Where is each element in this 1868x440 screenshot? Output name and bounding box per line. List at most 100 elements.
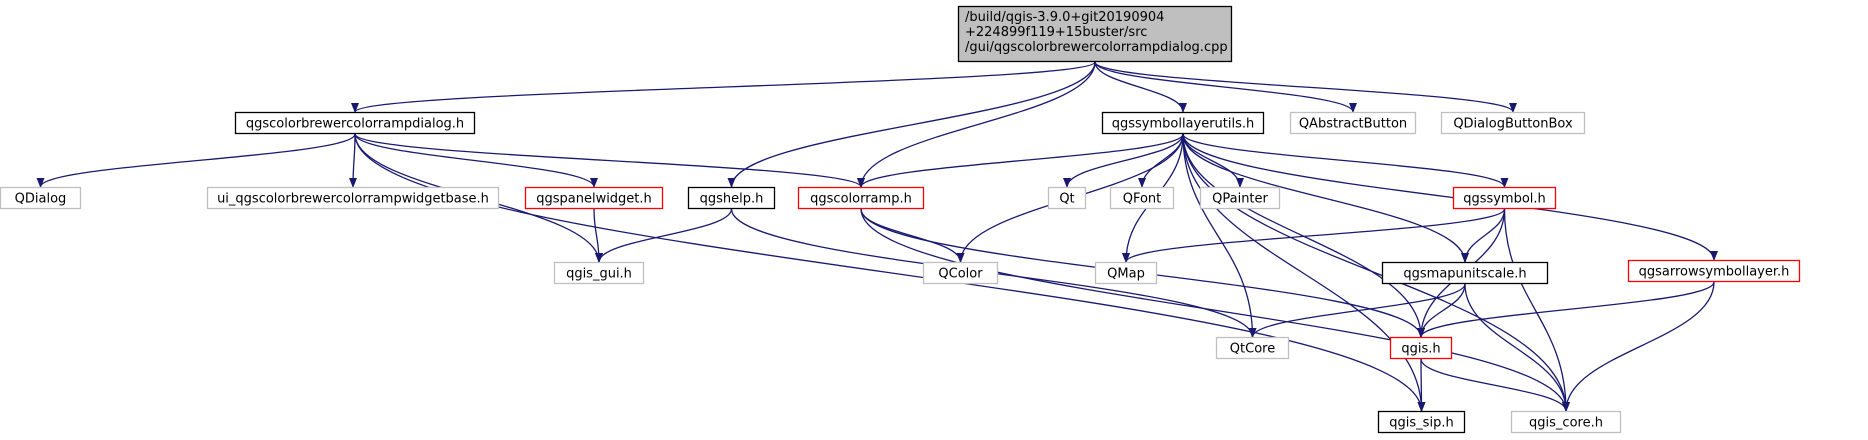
edge-symbollayerutils_h-to-qpainter [1182,133,1244,188]
node-ui-base[interactable]: ui_qgscolorbrewercolorrampwidgetbase.h [206,186,500,210]
node-label: +224899f119+15buster/src [965,25,1147,40]
node-panelwidget-h[interactable]: qgspanelwidget.h [524,186,664,210]
node-label: qgscolorramp.h [810,192,912,207]
node-qgis-h[interactable]: qgis.h [1389,336,1453,360]
edge-symbollayerutils_h-to-qt [1063,133,1184,188]
edge-colorramp_h-to-qcolor [860,208,965,263]
node-box [1109,186,1175,210]
node-box [922,261,999,285]
node-box [1047,186,1087,210]
node-box [957,5,1233,63]
edge-help_h-to-qgis_gui_h [595,208,733,263]
node-label: qgspanelwidget.h [536,192,652,207]
node-box [1199,186,1281,210]
node-qt[interactable]: Qt [1047,186,1087,210]
nodes-layer: /build/qgis-3.9.0+git20190904+224899f119… [0,5,1801,434]
node-qgis-gui-h[interactable]: qgis_gui.h [553,261,645,285]
node-label: Qt [1059,192,1074,207]
node-label: qgscolorbrewercolorrampdialog.h [246,117,464,132]
node-qcolor[interactable]: QColor [922,261,999,285]
node-symbollayerutils-h[interactable]: qgssymbollayerutils.h [1101,111,1265,135]
node-qmap[interactable]: QMap [1094,261,1158,285]
edge-qgis_h-to-qgis_sip_h [1417,358,1426,412]
node-box [1101,111,1265,135]
node-label: qgshelp.h [700,192,764,207]
node-qgis-core-h[interactable]: qgis_core.h [1510,410,1622,434]
edge-root-to-dialog_h [351,61,1096,113]
node-qfont[interactable]: QFont [1109,186,1175,210]
node-qtcore[interactable]: QtCore [1215,336,1290,360]
edge-panelwidget_h-to-qgis_gui_h [593,208,603,263]
node-box [1289,111,1417,135]
node-box [553,261,645,285]
node-box [1452,186,1557,210]
node-label: qgssymbol.h [1463,192,1546,207]
node-qdialog[interactable]: QDialog [0,186,82,210]
edge-colorramp_h-to-qgis_core_h [860,208,1570,412]
node-box [234,111,476,135]
node-qgis-sip-h[interactable]: qgis_sip.h [1377,410,1466,434]
edge-symbollayerutils_h-to-qfont [1138,133,1184,188]
node-label: /gui/qgscolorbrewercolorrampdialog.cpp [965,40,1228,55]
node-box [1377,410,1466,434]
node-box [1510,410,1622,434]
edge-qgis_h-to-qgis_core_h [1420,358,1570,412]
edge-symbollayerutils_h-to-qgis_sip_h [1182,133,1426,412]
node-label: QtCore [1230,342,1275,357]
edge-root-to-qabstractbutton [1094,61,1357,113]
node-dialog-h[interactable]: qgscolorbrewercolorrampdialog.h [234,111,476,135]
node-box [797,186,925,210]
node-root[interactable]: /build/qgis-3.9.0+git20190904+224899f119… [957,5,1233,63]
node-label: qgssymbollayerutils.h [1112,117,1255,132]
edge-root-to-colorramp_h [857,61,1096,188]
node-label: QFont [1123,192,1162,207]
node-colorramp-h[interactable]: qgscolorramp.h [797,186,925,210]
edge-mapunitscale_h-to-qgis_core_h [1464,283,1570,412]
edge-symbollayerutils_h-to-symbol_h [1182,133,1509,188]
node-help-h[interactable]: qgshelp.h [687,186,776,210]
edge-dialog_h-to-ui_base [349,133,358,188]
node-qabstractbutton[interactable]: QAbstractButton [1289,111,1417,135]
node-label: qgsarrowsymbollayer.h [1639,265,1790,280]
node-box [524,186,664,210]
node-label: qgis_core.h [1529,416,1603,431]
node-box [206,186,500,210]
node-label: QAbstractButton [1299,117,1407,132]
node-box [687,186,776,210]
node-label: ui_qgscolorbrewercolorrampwidgetbase.h [217,192,489,207]
edge-arrowsymbollayer_h-to-qgis_core_h [1562,281,1715,412]
node-box [1381,261,1549,285]
node-mapunitscale-h[interactable]: qgsmapunitscale.h [1381,261,1549,285]
node-label: qgsmapunitscale.h [1403,267,1526,282]
node-arrowsymbollayer-h[interactable]: qgsarrowsymbollayer.h [1627,259,1801,283]
edge-dialog_h-to-qdialog [36,133,356,188]
node-label: QMap [1107,267,1145,282]
node-qpainter[interactable]: QPainter [1199,186,1281,210]
node-label: qgis_gui.h [566,267,632,282]
node-label: qgis_sip.h [1389,416,1453,431]
node-symbol-h[interactable]: qgssymbol.h [1452,186,1557,210]
node-box [1094,261,1158,285]
node-box [1389,336,1453,360]
node-label: /build/qgis-3.9.0+git20190904 [965,10,1164,25]
node-box [1440,111,1586,135]
node-label: QDialogButtonBox [1453,117,1573,132]
edge-symbollayerutils_h-to-arrowsymbollayer_h [1182,133,1718,261]
node-label: QColor [938,267,983,282]
edge-symbollayerutils_h-to-qgis_core_h [1182,133,1570,412]
edge-symbollayerutils_h-to-mapunitscale_h [1182,133,1469,263]
edge-dialog_h-to-colorramp_h [354,133,865,188]
edge-symbollayerutils_h-to-colorramp_h [857,133,1184,188]
edge-symbollayerutils_h-to-qtcore [1182,133,1257,338]
edge-symbol_h-to-qgis_core_h [1503,208,1570,412]
node-box [1215,336,1290,360]
node-qdialogbuttonbox[interactable]: QDialogButtonBox [1440,111,1586,135]
edge-symbol_h-to-mapunitscale_h [1461,208,1506,263]
edge-root-to-symbollayerutils_h [1094,61,1187,113]
node-label: QPainter [1212,192,1268,207]
edge-mapunitscale_h-to-qtcore [1248,283,1466,338]
node-box [0,186,82,210]
edge-root-to-help_h [727,61,1096,188]
edge-symbol_h-to-qmap [1122,208,1506,263]
